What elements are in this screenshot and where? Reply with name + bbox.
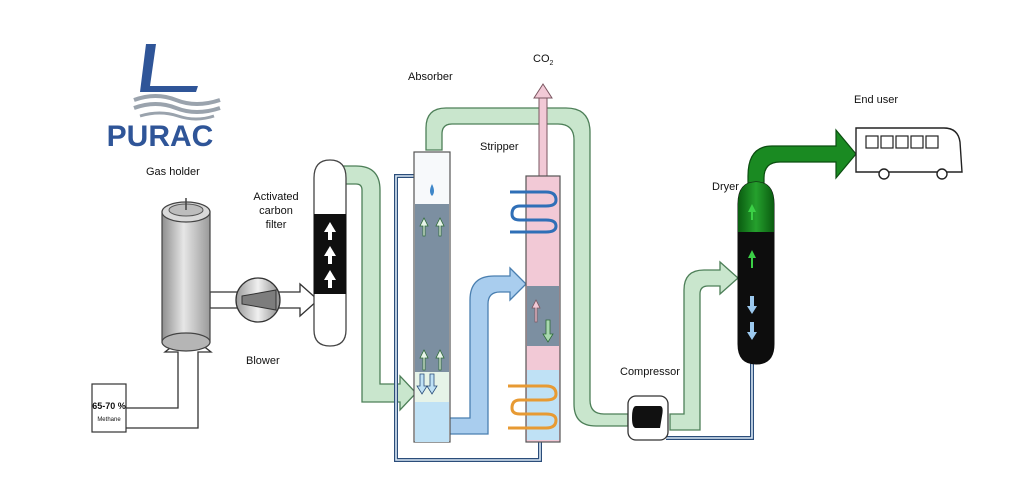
bus-icon [855, 127, 963, 180]
co2-vent [533, 83, 553, 181]
logo-text: PURAC [107, 120, 214, 153]
stripper-label: Stripper [480, 141, 519, 153]
compressor [627, 395, 669, 441]
dryer-label: Dryer [712, 181, 739, 193]
absorber-label: Absorber [408, 71, 453, 83]
dryer [737, 181, 775, 365]
end-user-label: End user [854, 94, 898, 106]
gas-holder [161, 198, 211, 352]
blower [235, 277, 281, 323]
methane-label: Methane [97, 417, 121, 423]
stripper-column [508, 175, 561, 443]
activated-carbon-filter [313, 159, 347, 347]
gas-holder-label: Gas holder [146, 166, 200, 178]
rich-water-pipe [447, 266, 527, 435]
compressor-to-dryer-pipe [669, 260, 739, 431]
carbon-filter-label-3: filter [266, 219, 287, 231]
absorber-column [413, 151, 451, 443]
carbon-filter-label-2: carbon [259, 205, 293, 217]
blower-label: Blower [246, 355, 280, 367]
methane-source-box: 65-70 % Methane [91, 383, 127, 433]
methane-percentage: 65-70 % [92, 401, 126, 411]
co2-label: CO2 [533, 53, 554, 67]
product-gas-pipe [747, 128, 857, 187]
purac-logo: PURAC [107, 44, 221, 153]
carbon-filter-label-1: Activated [253, 191, 298, 203]
compressor-label: Compressor [620, 366, 680, 378]
